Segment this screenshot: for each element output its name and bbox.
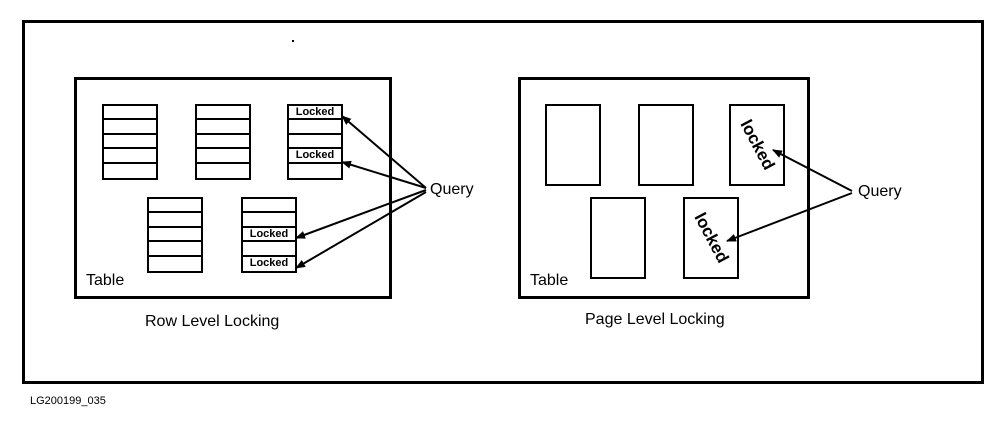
page-table-box	[518, 77, 810, 299]
page-caption: Page Level Locking	[585, 311, 725, 328]
stack-row	[243, 242, 295, 257]
row-stack-1	[102, 104, 158, 180]
stack-row	[104, 120, 156, 135]
speck	[292, 40, 294, 42]
row-table-box	[74, 77, 392, 299]
diagram-frame	[22, 20, 984, 384]
locked-row: Locked	[243, 228, 295, 243]
stack-row	[149, 213, 201, 228]
stack-row	[197, 106, 249, 121]
stack-row	[197, 120, 249, 135]
stack-row	[104, 135, 156, 150]
row-caption: Row Level Locking	[145, 313, 280, 330]
arrow-to-page-lock-2	[726, 192, 853, 242]
row-stack-4	[147, 197, 203, 273]
arrow-to-row-lock-4	[295, 191, 427, 269]
figure-id: LG200199_035	[30, 395, 106, 407]
stack-row	[104, 149, 156, 164]
arrow-to-row-lock-2	[341, 160, 427, 189]
row-stack-3: Locked Locked	[287, 104, 343, 180]
page-5-locked: locked	[683, 197, 739, 279]
stack-row	[289, 135, 341, 150]
row-query-label: Query	[430, 181, 474, 198]
stack-row	[243, 199, 295, 214]
row-table-label: Table	[86, 272, 125, 289]
stack-row	[289, 120, 341, 135]
locked-row: Locked	[289, 149, 341, 164]
stack-row	[149, 242, 201, 257]
stack-row	[243, 213, 295, 228]
locked-row: Locked	[249, 256, 289, 269]
arrow-to-page-lock-1	[772, 149, 853, 192]
page-table-label: Table	[530, 272, 569, 289]
stack-row	[149, 199, 201, 214]
page-3-locked: locked	[729, 104, 785, 186]
stack-row	[197, 135, 249, 150]
stack-row	[104, 106, 156, 121]
page-2	[638, 104, 694, 186]
page-query-label: Query	[858, 183, 902, 200]
stack-row	[197, 149, 249, 164]
arrow-to-row-lock-1	[341, 115, 427, 189]
row-stack-2	[195, 104, 251, 180]
page-1	[545, 104, 601, 186]
locked-row: Locked	[289, 106, 341, 121]
arrow-to-row-lock-3	[295, 189, 427, 239]
stack-row	[149, 228, 201, 243]
page-4	[590, 197, 646, 279]
row-stack-5: Locked Locked	[241, 197, 297, 273]
